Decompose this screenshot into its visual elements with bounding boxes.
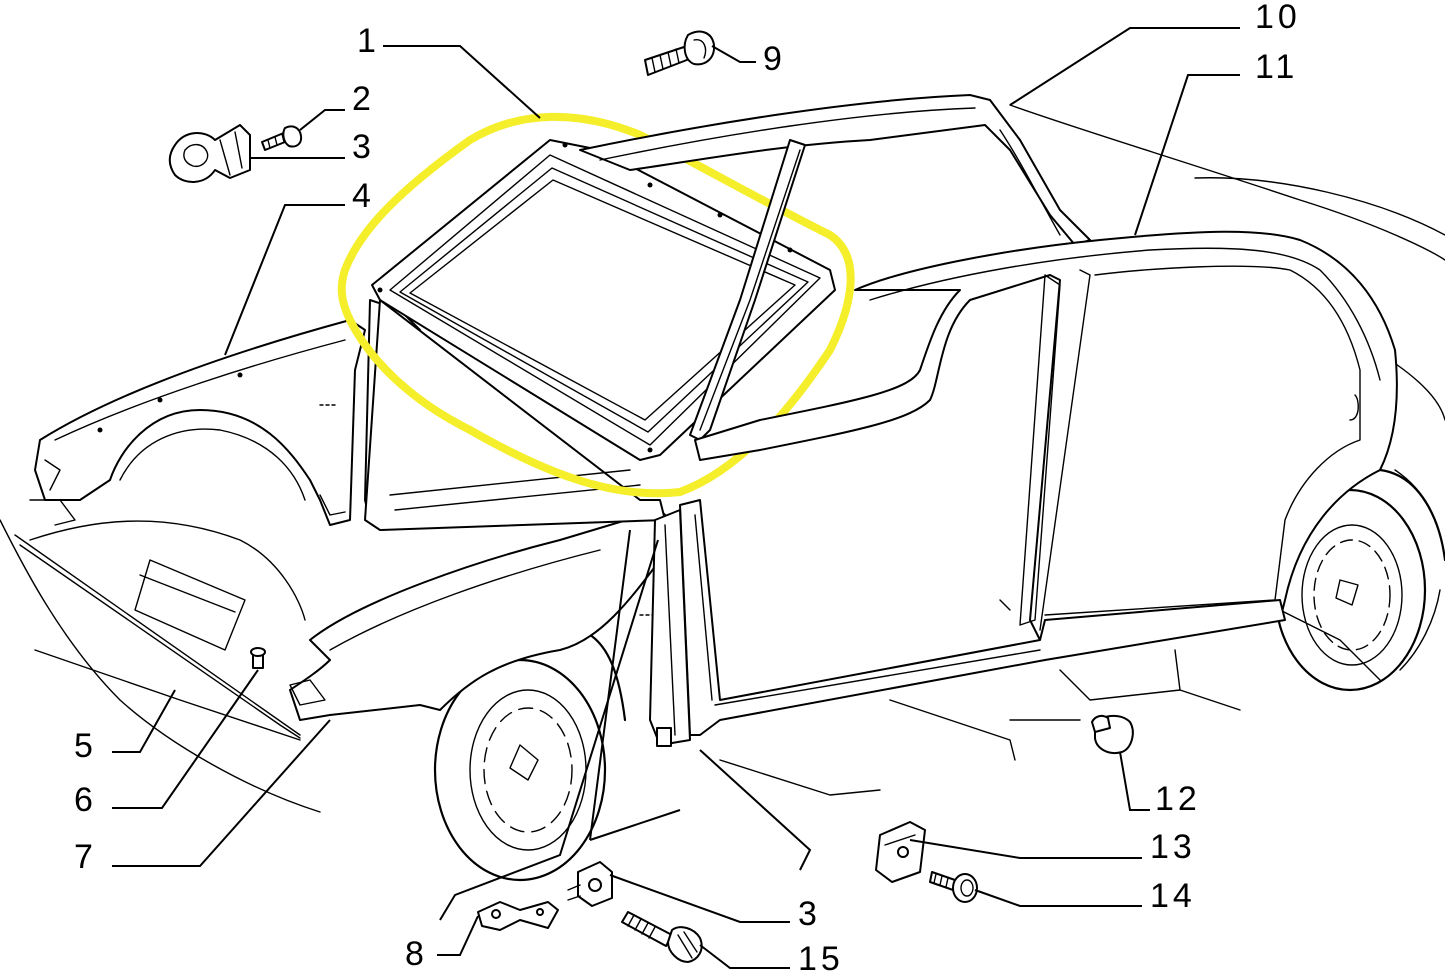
bolt-part-9	[644, 30, 716, 76]
label-12: 12	[1155, 780, 1201, 818]
label-7: 7	[74, 838, 97, 876]
bonnet-inner-panel	[29, 319, 366, 526]
label-6: 6	[74, 781, 97, 819]
clip-part-2-3	[168, 124, 303, 183]
label-4: 4	[352, 177, 375, 215]
door-aperture	[649, 274, 1286, 747]
car-silhouette	[0, 104, 1445, 813]
label-3-bottom: 3	[798, 895, 821, 933]
label-10: 10	[1255, 0, 1301, 36]
label-14: 14	[1150, 877, 1196, 915]
bracket-part-8	[477, 901, 559, 931]
clip-nut-part-3	[567, 861, 613, 907]
label-8: 8	[405, 935, 428, 973]
roof-rail-part-10	[579, 94, 1091, 441]
label-2: 2	[352, 80, 375, 118]
plug-part-12	[1091, 714, 1134, 754]
leader-lines	[112, 27, 1240, 969]
side-panel-part-11	[694, 230, 1398, 641]
label-5: 5	[74, 727, 97, 765]
callout-labels: 1 2 3 4 5 6 7 8 9 10 11 12 13 14 3 15	[74, 0, 1301, 975]
a-pillar	[364, 299, 666, 531]
front-wing	[289, 509, 671, 721]
bolt-part-15	[621, 911, 703, 963]
label-3-top: 3	[352, 128, 375, 166]
label-11: 11	[1255, 48, 1298, 86]
label-1: 1	[357, 22, 380, 60]
label-13: 13	[1150, 828, 1196, 866]
clip-plate-part-13	[875, 821, 926, 883]
label-15: 15	[798, 940, 844, 975]
highlight-outline	[337, 112, 855, 498]
pin-part-6	[250, 647, 266, 669]
bolt-part-14	[929, 871, 978, 903]
label-9: 9	[763, 40, 786, 78]
